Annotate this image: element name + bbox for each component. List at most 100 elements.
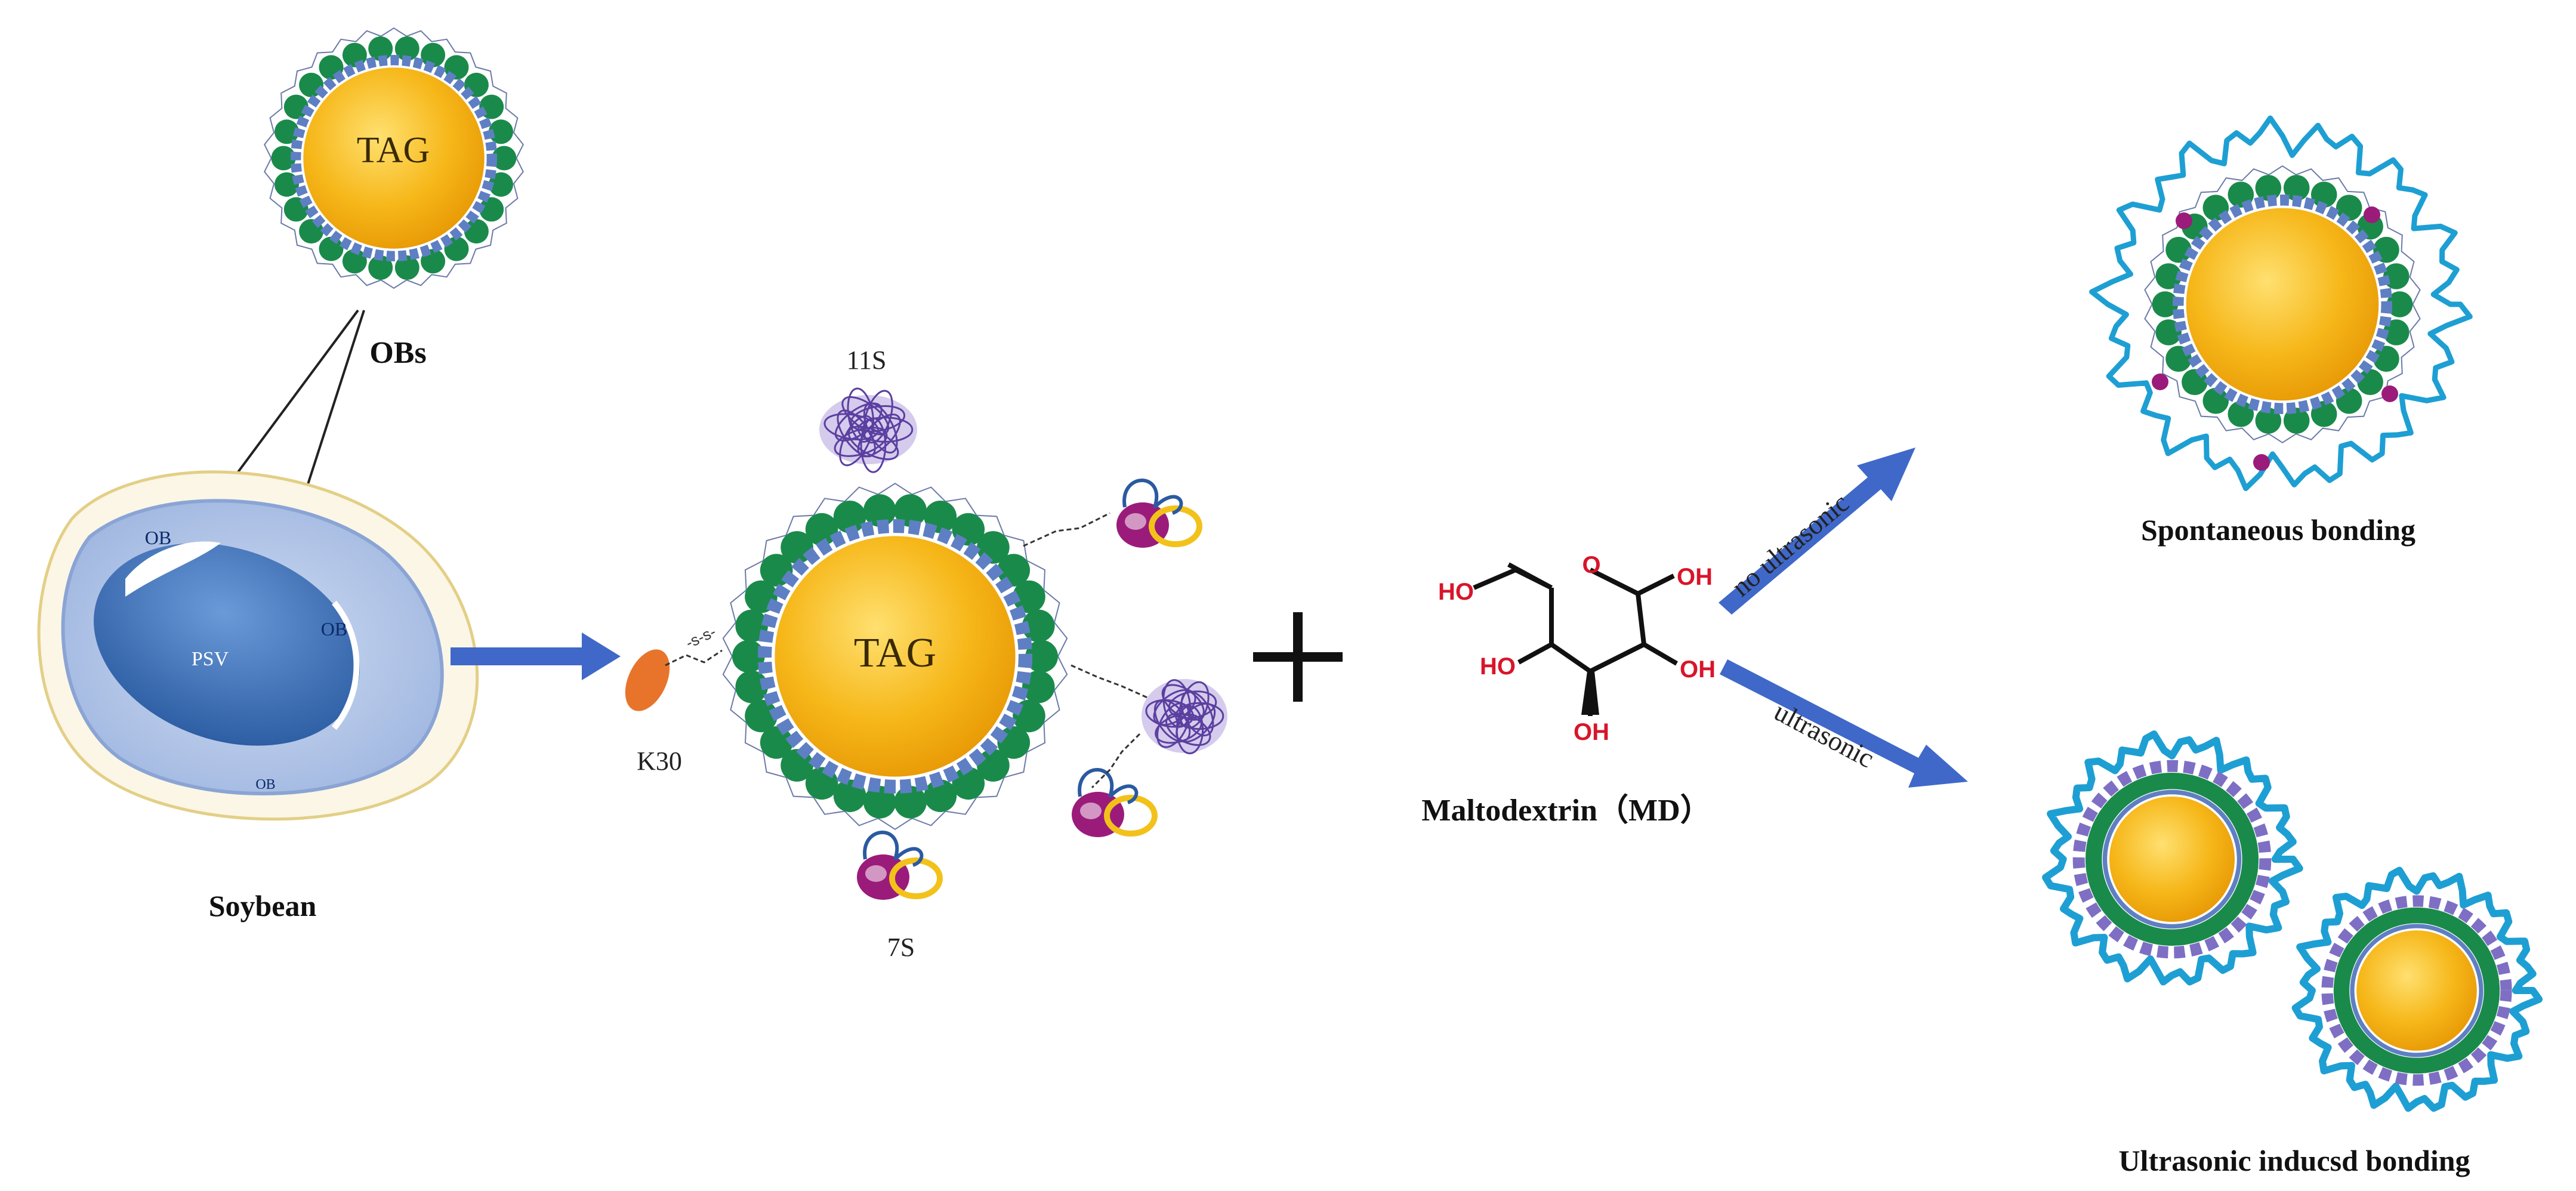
- oleosin-bead: [2283, 175, 2310, 201]
- soybean-ob-label-3: OB: [255, 777, 275, 792]
- oleosin-bead: [394, 36, 419, 61]
- psv-vacuole: [94, 543, 360, 746]
- ultrasonic-caption: Ultrasonic inducsd bonding: [2118, 1144, 2470, 1177]
- phospholipid-layer: [291, 54, 498, 262]
- disulfide-link-7s-lower: [1091, 733, 1141, 789]
- phospholipid-layer: [2350, 924, 2484, 1057]
- oleosin-bead: [745, 699, 778, 733]
- psv-label: PSV: [192, 648, 229, 670]
- zoom-line-left: [220, 309, 359, 496]
- label-7s: 7S: [887, 933, 915, 962]
- oleosin-bead: [977, 749, 1010, 782]
- spontaneous-caption: Spontaneous bonding: [2141, 513, 2415, 547]
- oleosin-bead: [894, 494, 927, 527]
- tag-core: [2109, 797, 2235, 922]
- protein-7s-bottom: [857, 831, 943, 900]
- obs-caption: OBs: [369, 336, 426, 370]
- tag-core: [2356, 930, 2477, 1051]
- soybean-ob-label-1: OB: [145, 527, 171, 548]
- protein-layer: [2072, 760, 2272, 959]
- oleosin-bead: [489, 119, 513, 144]
- oleosin-bead: [271, 146, 296, 171]
- oleosin-bead: [319, 236, 344, 261]
- oleosin-bead: [342, 249, 367, 274]
- center-tag-label: TAG: [854, 630, 936, 676]
- oleosin-bead: [732, 640, 765, 673]
- oleosin-bead: [368, 255, 393, 280]
- oleosin-bead: [2255, 408, 2282, 434]
- 7s-yellow-domain: [889, 857, 943, 899]
- protein-layer: [2321, 895, 2512, 1086]
- label-11s: 11S: [847, 345, 887, 375]
- soybean-caption: Soybean: [209, 889, 317, 922]
- bound-protein-dot: [2176, 212, 2192, 229]
- bound-protein-dot: [2152, 374, 2168, 390]
- 11s-strand: [860, 417, 887, 473]
- oleosin-bead: [368, 36, 393, 61]
- zoom-line-right: [303, 310, 365, 496]
- psv-highlight: [125, 541, 221, 597]
- oleosin-bead: [952, 767, 985, 800]
- oleosin-bead: [2283, 408, 2310, 434]
- no-ultrasonic-label: no ultrasonic: [1726, 487, 1855, 603]
- 7s-blue-strand: [863, 831, 924, 867]
- k30-protein: [625, 649, 670, 711]
- 7s-hole: [1125, 513, 1146, 530]
- protein-7s-lower-right: [1072, 768, 1158, 837]
- protein-11s-top: [819, 387, 917, 473]
- md-shell: [2089, 115, 2473, 491]
- bound-protein-dot: [2381, 385, 2398, 402]
- 11s-strand: [841, 396, 890, 436]
- phospholipid-layer: [758, 519, 1032, 794]
- 11s-strand: [1156, 702, 1190, 748]
- 7s-yellow-domain: [1149, 505, 1202, 547]
- 11s-strand: [839, 415, 874, 467]
- 11s-strand: [1176, 705, 1204, 755]
- 7s-hole: [865, 865, 887, 882]
- bond-label: -s-s-: [683, 622, 718, 652]
- oil-body-top: [264, 27, 524, 289]
- oil-body-center: [722, 483, 1068, 830]
- maltodextrin-wedge-bond: [1581, 671, 1599, 715]
- oleosin-bead: [863, 494, 896, 527]
- protein-7s-upper-right: [1116, 479, 1202, 548]
- md-shell: [2042, 730, 2303, 986]
- 11s-strand: [847, 425, 899, 461]
- oleosin-bead: [1025, 640, 1058, 673]
- 7s-blue-strand: [1078, 768, 1139, 804]
- oleosin-bead: [2255, 175, 2282, 201]
- maltodextrin-caption: Maltodextrin（MD）: [1421, 793, 1711, 828]
- bound-protein-dot: [2364, 206, 2380, 223]
- tag-core: [2186, 208, 2379, 401]
- 11s-strand: [850, 405, 906, 433]
- oleosin-bead: [1022, 609, 1055, 643]
- md-shell: [2291, 866, 2543, 1112]
- md-oh-label-right: OH: [1680, 656, 1716, 683]
- oleosin-bead: [2155, 263, 2182, 289]
- soybean-ob-label-2: OB: [321, 618, 347, 640]
- ultrasonic-bonded-particle-right: [2291, 866, 2543, 1112]
- tag-core: [303, 67, 485, 249]
- oleosin-bead: [760, 726, 793, 759]
- oleosin-bead: [492, 146, 517, 171]
- md-ho-label-left: HO: [1480, 653, 1516, 680]
- phospholipid-layer: [2173, 195, 2392, 414]
- oleosin-layer: [2085, 772, 2259, 946]
- oleosin-bead: [464, 219, 489, 244]
- 7s-blue-strand: [1122, 479, 1183, 515]
- protein-11s-right: [1142, 679, 1227, 755]
- plus-sign-vertical: [1293, 612, 1303, 702]
- oleosin-bead: [2228, 401, 2254, 427]
- bound-protein-dot: [2253, 454, 2270, 471]
- oleosin-bead: [833, 501, 866, 533]
- oleosin-bead: [394, 255, 419, 280]
- k30-label: K30: [637, 746, 682, 776]
- 11s-strand: [1168, 690, 1217, 719]
- oleosin-bead: [2310, 181, 2337, 208]
- oleosin-layer: [2333, 907, 2500, 1074]
- oleosin-bead: [1013, 580, 1045, 613]
- oleosin-bead: [2202, 388, 2229, 414]
- 11s-strand: [1155, 713, 1202, 744]
- md-ho-label-top: HO: [1438, 579, 1474, 605]
